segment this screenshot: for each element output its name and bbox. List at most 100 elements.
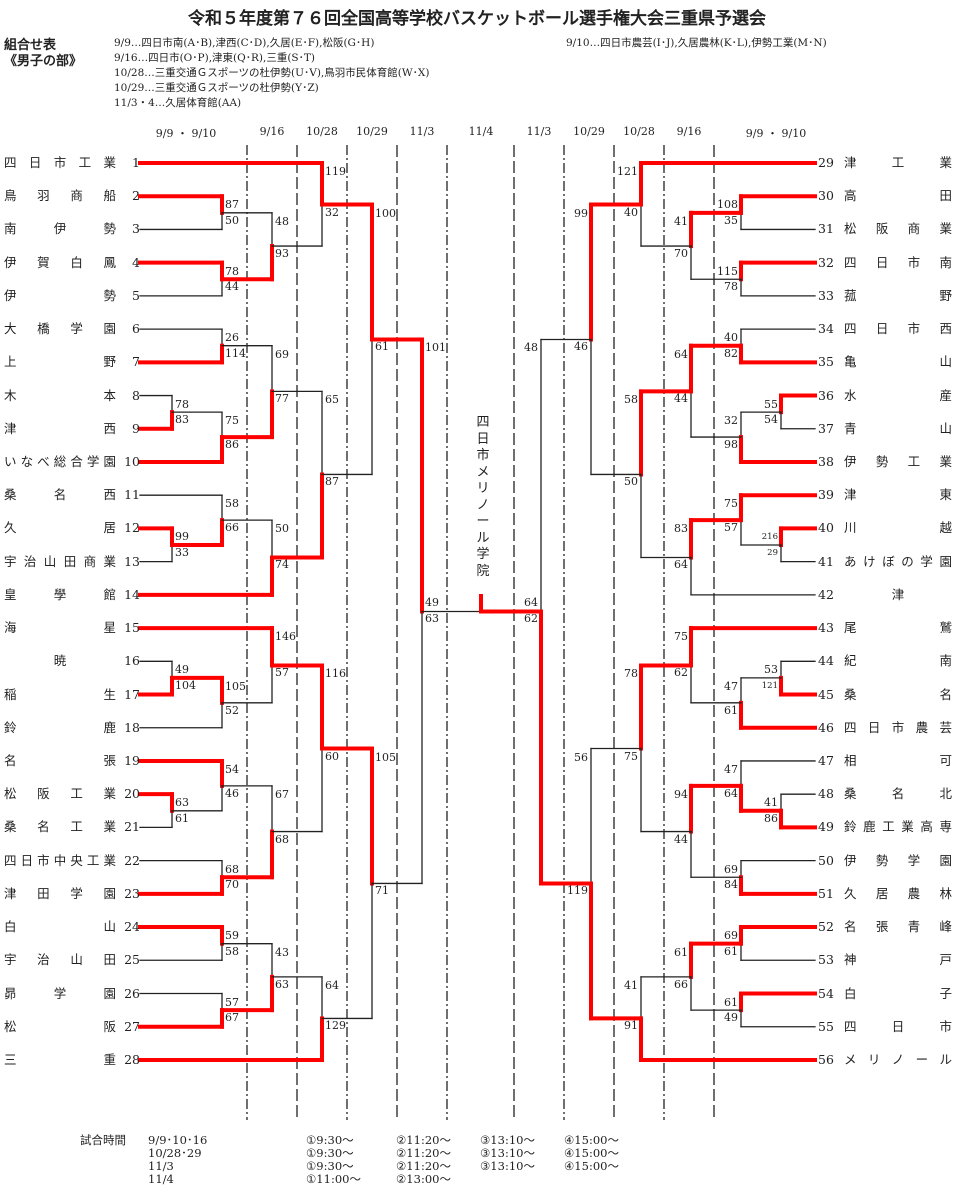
- score: 26: [225, 331, 239, 345]
- score: 44: [674, 832, 688, 846]
- team-number: 41: [818, 553, 834, 569]
- score: 75: [624, 749, 638, 763]
- round-date: 9/16: [676, 125, 702, 138]
- team-name: 津東: [844, 487, 952, 503]
- score: 104: [175, 678, 196, 692]
- score: 32: [325, 205, 339, 219]
- team-number: 17: [124, 686, 140, 702]
- score: 93: [275, 247, 289, 261]
- team-name: 鈴鹿: [4, 719, 116, 735]
- score: 99: [175, 530, 189, 544]
- team-number: 39: [818, 487, 834, 503]
- team-number: 52: [818, 919, 834, 935]
- score: 53: [764, 663, 778, 677]
- team-number: 46: [818, 719, 834, 735]
- team-name: 皇學館: [4, 586, 116, 602]
- venue-line: 9/9…四日市南(A･B),津西(C･D),久居(E･F),松阪(G･H): [114, 37, 375, 49]
- team-number: 12: [124, 520, 140, 536]
- venue-line: 9/16…四日市(O･P),津東(Q･R),三重(S･T): [114, 52, 315, 64]
- team-number: 54: [818, 985, 834, 1001]
- score: 50: [225, 213, 239, 227]
- team-name: あけぼの学園: [844, 553, 952, 569]
- team-number: 27: [124, 1018, 140, 1034]
- score: 61: [724, 944, 738, 958]
- team-name: 桑名北: [844, 786, 952, 802]
- score: 35: [724, 213, 738, 227]
- match-slot: ①9:30～: [306, 1133, 354, 1147]
- team-number: 7: [132, 354, 140, 370]
- score: 52: [225, 703, 239, 717]
- score: 58: [225, 944, 239, 958]
- score: 49: [175, 663, 189, 677]
- team-name: 鳥羽商船: [4, 188, 116, 204]
- score: 61: [175, 811, 189, 825]
- team-number: 42: [818, 586, 834, 602]
- score: 44: [674, 392, 688, 406]
- score: 69: [724, 929, 738, 943]
- match-slot: ①11:00～: [306, 1172, 361, 1186]
- match-slot: ②11:20～: [396, 1146, 451, 1160]
- score: 100: [375, 206, 396, 220]
- score: 46: [225, 786, 239, 800]
- team-name: 名張青峰: [844, 919, 952, 935]
- score: 119: [567, 884, 588, 898]
- team-name: 桑名工業: [4, 819, 116, 835]
- score: 99: [574, 206, 588, 220]
- score: 87: [225, 198, 239, 212]
- score: 87: [325, 475, 339, 489]
- team-name: 神戸: [844, 952, 952, 968]
- team-name: 大橋学園: [4, 321, 116, 337]
- round-date: 11/3: [526, 125, 552, 138]
- score: 41: [764, 796, 778, 810]
- venue-line: 11/3・4…久居体育館(AA): [114, 97, 242, 109]
- team-name: 白子: [844, 985, 952, 1001]
- champion-char: 四: [476, 415, 490, 430]
- score: 146: [275, 630, 296, 644]
- team-number: 23: [124, 885, 140, 901]
- team-name: 四日市南: [844, 254, 952, 270]
- match-slot: ④15:00～: [564, 1146, 619, 1160]
- champion-name: 四日市メリノール学院: [475, 415, 491, 580]
- team-name: 稲生: [4, 686, 116, 702]
- team-number: 36: [818, 387, 834, 403]
- team-name: 四日市農芸: [844, 719, 952, 735]
- score: 67: [275, 787, 289, 801]
- team-name: 高田: [844, 188, 952, 204]
- team-number: 30: [818, 188, 834, 204]
- division-label: 《男子の部》: [4, 54, 83, 69]
- champion-char: 院: [476, 563, 490, 579]
- team-entry: 52 名張青峰: [818, 919, 952, 935]
- page-title: 令和５年度第７６回全国高等学校バスケットボール選手権大会三重県予選会: [188, 9, 766, 29]
- score: 78: [175, 397, 189, 411]
- score: 40: [724, 331, 738, 345]
- score: 64: [524, 596, 538, 610]
- score: 101: [425, 341, 446, 355]
- match-slot: ②11:20～: [396, 1159, 451, 1173]
- round-date: 9/9 ・ 9/10: [745, 127, 807, 140]
- team-name: 亀山: [844, 354, 952, 370]
- team-name: 伊勢学園: [844, 852, 952, 868]
- team-number: 6: [132, 321, 140, 337]
- team-number: 51: [818, 885, 834, 901]
- round-date: 11/4: [468, 125, 494, 138]
- team-number: 34: [818, 321, 834, 337]
- team-name: 川越: [844, 520, 952, 536]
- score: 60: [325, 749, 339, 763]
- score: 82: [724, 346, 738, 360]
- champion-char: ノ: [476, 497, 490, 513]
